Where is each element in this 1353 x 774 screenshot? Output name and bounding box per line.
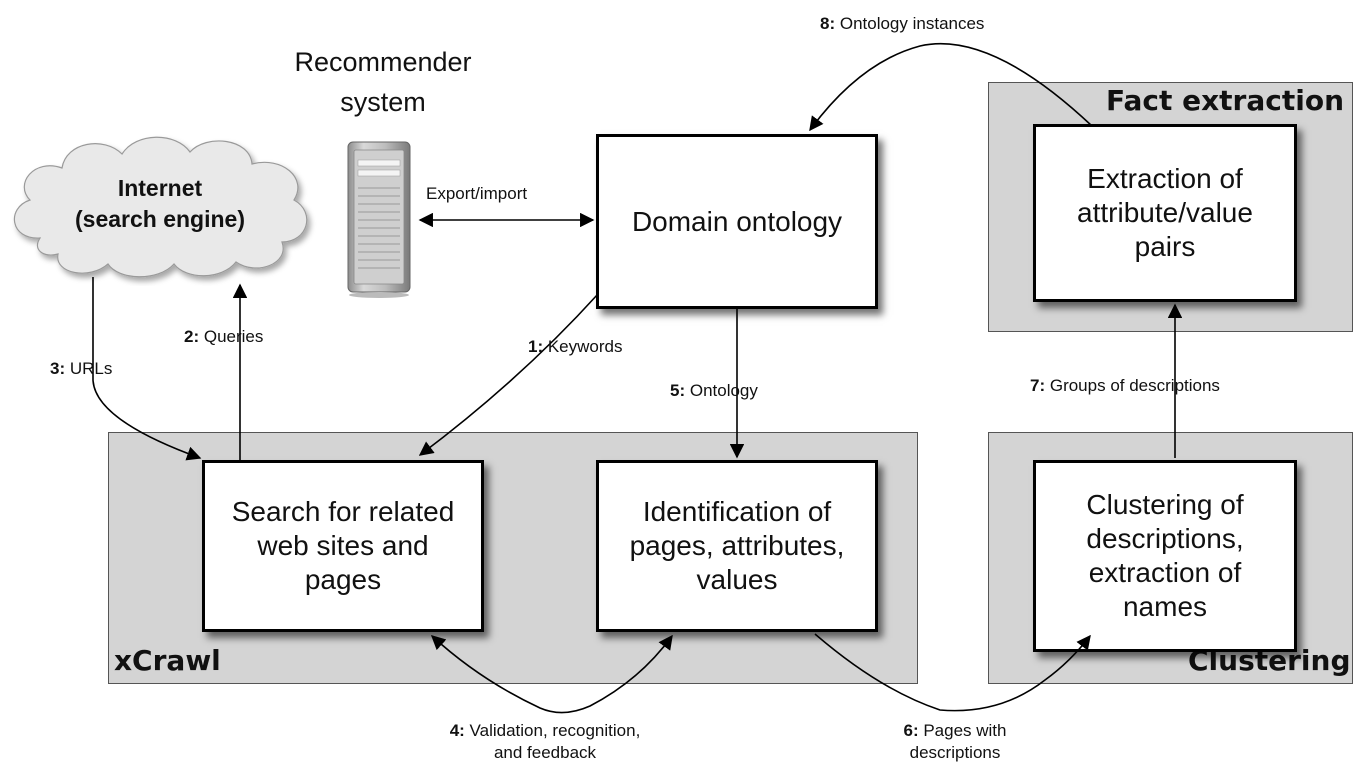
internet-label: Internet (search engine)	[75, 175, 245, 232]
domain-ontology-label: Domain ontology	[631, 205, 843, 237]
keywords-arrow	[418, 293, 599, 456]
xcrawl-title: xCrawl	[114, 644, 221, 677]
keywords-label: 1: Keywords	[528, 337, 623, 356]
groups-label: 7: Groups of descriptions	[1030, 376, 1220, 395]
pages-arrow	[814, 633, 1091, 712]
domain-ontology-box: Domain ontology	[596, 134, 878, 309]
export-import-label: Export/import	[426, 184, 528, 203]
search-label: Search for related web sites and pages	[231, 496, 455, 595]
identification-label: Identification of pages, attributes, val…	[629, 496, 845, 595]
urls-label: 3: URLs	[50, 359, 113, 378]
recommender-label: Recommender system	[294, 47, 472, 117]
search-box: Search for related web sites and pages	[202, 460, 484, 632]
internet-cloud	[13, 136, 308, 278]
clustering-box-label: Clustering of descriptions, extraction o…	[1086, 489, 1244, 622]
validation-label: 4: Validation, recognition, and feedback	[449, 721, 641, 762]
instances-label: 8: Ontology instances	[820, 14, 985, 33]
clustering-box: Clustering of descriptions, extraction o…	[1033, 460, 1297, 652]
server-icon	[347, 141, 411, 298]
fact-extraction-title: Fact extraction	[1106, 84, 1344, 117]
extraction-box: Extraction of attribute/value pairs	[1033, 124, 1297, 302]
ontology-label: 5: Ontology	[670, 381, 758, 400]
pages-label: 6: Pages with descriptions	[903, 721, 1007, 762]
identification-box: Identification of pages, attributes, val…	[596, 460, 878, 632]
extraction-label: Extraction of attribute/value pairs	[1077, 163, 1253, 262]
validation-arrow	[430, 634, 673, 714]
urls-arrow	[92, 277, 202, 461]
instances-arrow	[809, 42, 1093, 132]
queries-label: 2: Queries	[184, 327, 264, 346]
